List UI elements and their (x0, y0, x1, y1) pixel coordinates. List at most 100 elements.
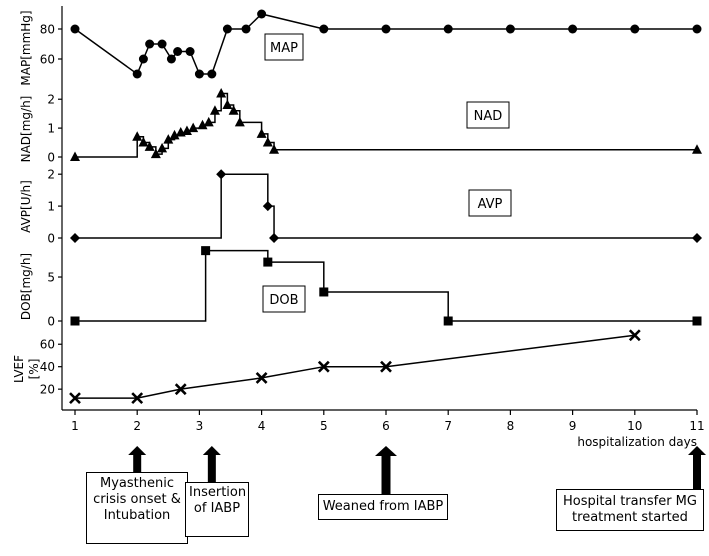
event-arrow (688, 446, 706, 489)
y-axis-label-avp: AVP[U/h] (19, 180, 33, 233)
y-tick-label-nad: 2 (47, 93, 55, 107)
data-point-dob (692, 316, 702, 326)
data-point-lvef (380, 360, 392, 373)
data-point-nad (269, 144, 280, 154)
event-arrow (128, 446, 147, 472)
data-point-nad (163, 134, 174, 144)
y-tick-label-avp: 1 (47, 200, 55, 214)
data-point-map (145, 39, 155, 49)
data-point-map (157, 39, 167, 49)
x-tick-label: 9 (569, 419, 577, 433)
data-point-map (138, 54, 148, 64)
data-point-nad (262, 137, 273, 147)
data-point-map (443, 24, 453, 34)
y-tick-label-lvef: 40 (40, 360, 55, 374)
panel-label-box-avp (468, 189, 512, 217)
series-line-map (74, 13, 697, 76)
data-point-map (241, 24, 251, 34)
data-point-map (568, 24, 578, 34)
data-point-nad (188, 122, 199, 133)
data-point-map (132, 69, 142, 79)
data-point-map (257, 9, 267, 19)
data-point-dob (263, 257, 273, 267)
data-point-map (173, 47, 183, 56)
y-tick-label-nad: 1 (47, 122, 55, 136)
data-point-nad (234, 116, 245, 127)
x-tick-label: 8 (507, 419, 515, 433)
x-tick-label: 7 (444, 419, 452, 433)
data-point-dob (443, 316, 453, 326)
data-point-nad (144, 141, 155, 151)
data-point-map (222, 24, 232, 34)
series-line-avp (75, 173, 697, 239)
x-tick-label: 1 (71, 419, 79, 433)
data-point-lvef (174, 383, 187, 396)
y-tick-label-nad: 0 (47, 151, 55, 165)
series-line-dob (75, 249, 697, 322)
data-point-nad (256, 128, 267, 138)
data-point-avp (216, 169, 227, 180)
data-point-nad (228, 105, 239, 115)
data-point-dob (201, 246, 211, 256)
data-point-nad (209, 105, 220, 115)
y-tick-label-map: 80 (40, 23, 55, 37)
data-point-map (207, 69, 217, 79)
data-point-map (70, 24, 80, 34)
event-arrow (375, 446, 397, 494)
data-point-nad (70, 151, 80, 161)
data-point-nad (169, 129, 180, 140)
y-tick-label-dob: 0 (47, 315, 55, 329)
data-point-avp (262, 201, 273, 212)
data-point-lvef (628, 329, 641, 342)
data-point-lvef (255, 372, 268, 384)
panel-label-box-map (264, 33, 304, 61)
y-axis-label-lvef: LVEF[%] (12, 355, 41, 383)
y-tick-label-avp: 0 (47, 232, 55, 246)
data-point-nad (216, 87, 227, 98)
y-tick-label-avp: 2 (47, 168, 55, 182)
data-point-nad (150, 148, 161, 159)
y-tick-label-lvef: 60 (40, 338, 55, 352)
y-axis-label-dob: DOB[mg/h] (19, 253, 33, 320)
panel-label-dob: DOB (269, 293, 298, 308)
data-point-nad (203, 116, 214, 127)
x-tick-label: 4 (258, 419, 266, 433)
data-point-nad (181, 125, 192, 135)
series-line-nad (75, 92, 697, 158)
data-point-map (319, 24, 329, 34)
y-tick-label-map: 60 (40, 53, 55, 67)
panel-label-avp: AVP (478, 197, 503, 212)
x-tick-label: 11 (689, 419, 704, 433)
data-point-map (381, 24, 391, 34)
data-point-nad (197, 119, 208, 130)
data-point-lvef (317, 360, 330, 373)
event-myasthenic-crisis: Myasthenic crisis onset & Intubation (86, 472, 188, 544)
event-hospital-transfer: Hospital transfer MG treatment started (556, 489, 704, 531)
event-iabp-insertion: Insertion of IABP (185, 482, 249, 537)
x-tick-label: 2 (133, 419, 141, 433)
data-point-map (194, 69, 204, 79)
data-point-avp (269, 233, 280, 243)
x-axis-label: hospitalization days (577, 435, 697, 449)
data-point-lvef (69, 392, 81, 405)
data-point-avp (692, 233, 702, 243)
panel-label-box-dob (262, 285, 306, 313)
data-point-map (505, 24, 515, 34)
y-axis-label-map: MAP[mmHg] (19, 10, 33, 85)
event-weaned-iabp: Weaned from IABP (318, 494, 448, 520)
data-point-dob (70, 316, 80, 326)
data-point-nad (222, 99, 233, 109)
x-tick-label: 5 (320, 419, 328, 433)
x-tick-label: 10 (627, 419, 642, 433)
data-point-lvef (131, 392, 144, 405)
panel-label-nad: NAD (474, 109, 503, 124)
y-tick-label-dob: 5 (47, 271, 55, 285)
data-point-map (185, 47, 195, 56)
data-point-map (692, 24, 702, 34)
data-point-avp (70, 233, 80, 243)
series-line-lvef (75, 334, 635, 399)
data-point-map (630, 24, 640, 34)
x-tick-label: 6 (382, 419, 390, 433)
data-point-map (166, 54, 176, 64)
x-tick-label: 3 (196, 419, 204, 433)
